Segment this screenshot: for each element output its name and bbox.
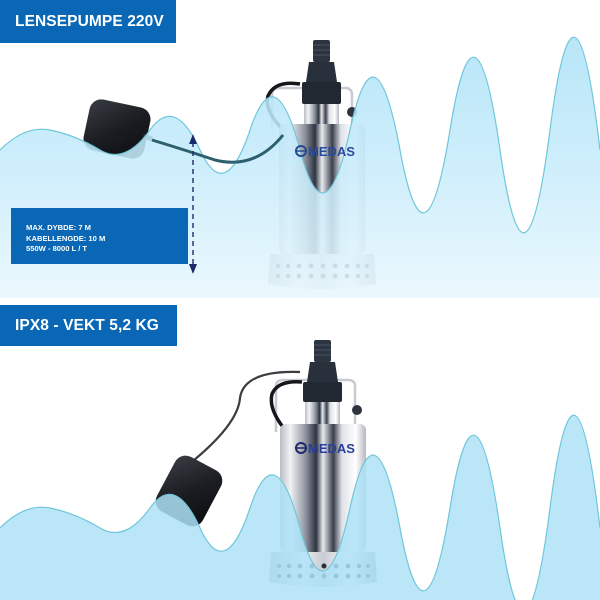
title-badge-rating-weight: IPX8 - VEKT 5,2 KG [0,305,177,346]
title-label: LENSEPUMPE 220V [15,12,164,30]
svg-text:MEDAS: MEDAS [308,441,355,456]
title-badge-voltage: LENSEPUMPE 220V [0,0,176,43]
svg-text:MEDAS: MEDAS [308,144,355,159]
shallow-water-pump-scene: MEDAS [0,340,600,600]
spec-power-flow: 550W - 8000 L / T [26,244,88,253]
spec-max-depth: MAX. DYBDE: 7 M [26,223,91,232]
brand-logo: MEDAS [295,441,355,456]
panel-ipx8-weight: MEDAS IPX8 - VEKT 5,2 KG [0,300,600,600]
spec-cable-length: KABELLENGDE: 10 M [26,233,106,243]
depth-arrow-icon [189,134,197,274]
panel-submerged-specs: MEDAS LENSEPUMPE 220V MAX. DYBDE: 7 M KA… [0,0,600,298]
water-surface [0,415,600,600]
brand-logo: MEDAS [295,144,355,159]
spec-box: MAX. DYBDE: 7 M KABELLENGDE: 10 M 550W -… [11,208,188,264]
title-label: IPX8 - VEKT 5,2 KG [15,316,159,334]
